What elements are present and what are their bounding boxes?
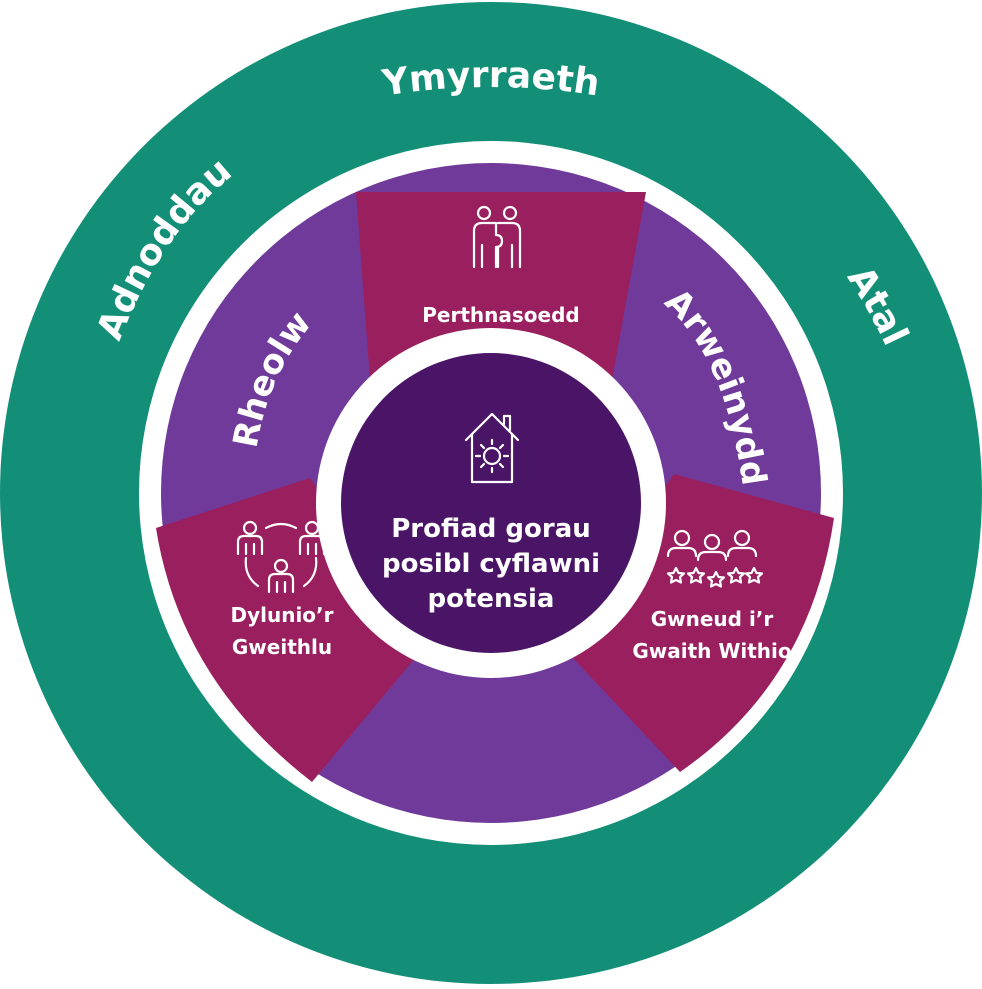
center-label-line2: posibl cyflawni: [382, 549, 600, 579]
team-circle-icon: [236, 520, 326, 594]
center-disc: [341, 353, 641, 653]
people-puzzle-icon: [472, 205, 522, 269]
label-gwneud-line1: Gwneud i’r: [651, 607, 774, 631]
label-dylunio-line1: Dylunio’r: [230, 603, 333, 627]
label-perthnasoedd: Perthnasoedd: [422, 303, 579, 327]
label-dylunio-line2: Gweithlu: [232, 635, 332, 659]
center-label-line1: Profiad gorau: [391, 514, 591, 544]
segment-perthnasoedd: [356, 192, 646, 380]
label-gwneud-line2: Gwaith Withio: [632, 639, 791, 663]
center-label-line3: potensia: [428, 584, 555, 614]
people-stars-icon: [666, 529, 764, 588]
house-sun-icon: [464, 412, 520, 484]
